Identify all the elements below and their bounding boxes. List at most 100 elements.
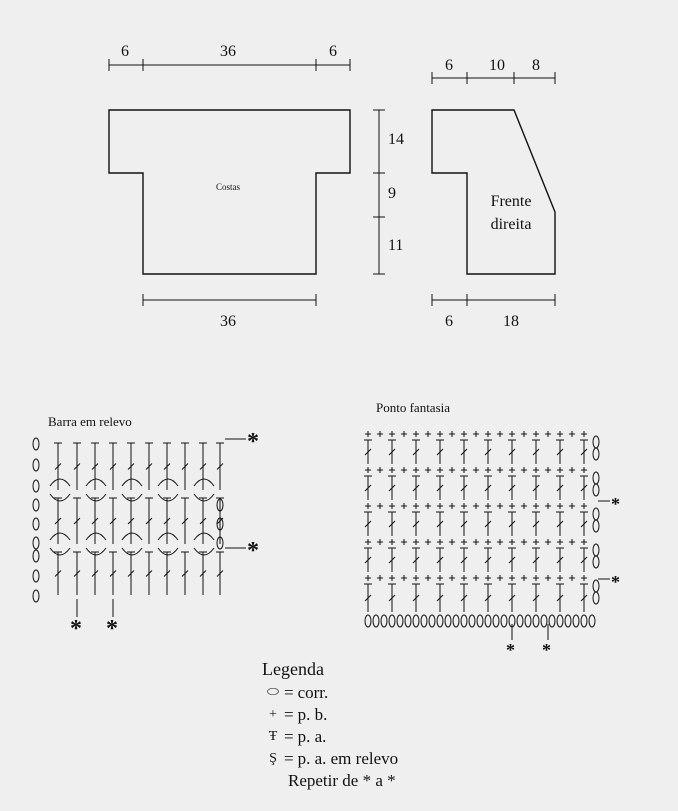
chain-mark <box>524 614 532 628</box>
front-top-width-2: 10 <box>489 57 505 74</box>
chain-mark <box>388 614 396 628</box>
chain-mark <box>216 498 224 512</box>
chain-mark <box>592 471 600 485</box>
double-crochet-mark <box>91 517 99 525</box>
chain-mark <box>580 614 588 628</box>
double-crochet-mark <box>412 448 420 456</box>
double-crochet-mark <box>109 517 117 525</box>
back-piece: Costas 6 36 6 14 9 11 36 <box>108 43 404 330</box>
legend-item: Ŧ =p. a. <box>262 726 398 748</box>
double-crochet-mark <box>364 556 372 564</box>
double-crochet-mark <box>508 448 516 456</box>
double-crochet-mark <box>412 484 420 492</box>
legend-item: Ş =p. a. em relevo <box>262 748 398 770</box>
legend-label: corr. <box>297 683 329 702</box>
double-crochet-mark <box>508 484 516 492</box>
relief-double-crochet-icon: Ş <box>269 751 277 766</box>
chain-mark <box>468 614 476 628</box>
chain-mark <box>548 614 556 628</box>
chain-mark <box>420 614 428 628</box>
chain-mark <box>380 614 388 628</box>
legend-label: p. b. <box>297 705 328 724</box>
double-crochet-mark <box>532 484 540 492</box>
chain-mark <box>32 479 40 493</box>
double-crochet-mark <box>364 484 372 492</box>
double-crochet-mark <box>199 517 207 525</box>
double-crochet-mark <box>580 448 588 456</box>
double-crochet-mark <box>460 594 468 602</box>
chain-mark <box>372 614 380 628</box>
double-crochet-mark <box>127 570 135 577</box>
relief-loop-mark <box>193 532 215 556</box>
double-crochet-mark <box>145 517 153 525</box>
repeat-marker: * <box>611 572 620 592</box>
fancy-repeat-markers: * * * * <box>506 494 620 660</box>
chain-mark <box>588 614 596 628</box>
chain-mark <box>500 614 508 628</box>
back-outline <box>108 109 351 275</box>
double-crochet-mark <box>109 463 117 470</box>
back-bottom-width: 36 <box>220 313 236 330</box>
double-crochet-mark <box>54 570 62 577</box>
double-crochet-mark <box>436 520 444 528</box>
double-crochet-mark <box>508 520 516 528</box>
repeat-marker: * <box>611 494 620 514</box>
double-crochet-mark <box>580 520 588 528</box>
double-crochet-mark <box>145 463 153 470</box>
chain-mark <box>556 614 564 628</box>
double-crochet-mark <box>460 520 468 528</box>
double-crochet-mark <box>54 463 62 470</box>
relief-loop-mark <box>85 478 107 502</box>
front-top-width-3: 8 <box>532 57 540 74</box>
relief-loop-mark <box>121 478 143 502</box>
chain-mark <box>32 437 40 451</box>
double-crochet-mark <box>508 594 516 602</box>
double-crochet-mark <box>73 570 81 577</box>
chain-mark <box>364 614 372 628</box>
fancy-stitch-chart <box>364 431 600 628</box>
chain-mark <box>32 517 40 531</box>
chain-mark <box>592 483 600 497</box>
chain-mark <box>404 614 412 628</box>
double-crochet-mark <box>73 463 81 470</box>
double-crochet-mark <box>556 484 564 492</box>
double-crochet-mark <box>556 448 564 456</box>
chain-mark <box>516 614 524 628</box>
double-crochet-mark <box>199 570 207 577</box>
relief-loop-mark <box>49 532 71 556</box>
double-crochet-mark <box>388 520 396 528</box>
double-crochet-mark <box>580 594 588 602</box>
legend-repeat-note: Repetir de * a * <box>288 771 396 790</box>
double-crochet-mark <box>109 570 117 577</box>
legend-label: p. a. em relevo <box>297 749 399 768</box>
relief-loop-mark <box>193 478 215 502</box>
double-crochet-mark <box>436 556 444 564</box>
fancy-chart-title: Ponto fantasia <box>376 400 450 415</box>
double-crochet-mark <box>388 556 396 564</box>
double-crochet-mark <box>145 570 153 577</box>
chain-mark <box>216 536 224 550</box>
double-crochet-mark <box>412 520 420 528</box>
chain-mark <box>428 614 436 628</box>
double-crochet-mark <box>364 594 372 602</box>
double-crochet-mark <box>73 517 81 525</box>
relief-loop-mark <box>157 478 179 502</box>
double-crochet-mark <box>556 594 564 602</box>
front-outline <box>431 109 556 275</box>
double-crochet-mark <box>163 463 171 470</box>
chain-mark <box>592 507 600 521</box>
chain-mark <box>32 498 40 512</box>
repeat-marker: * <box>247 538 259 564</box>
repeat-marker: * <box>506 640 515 660</box>
chain-mark <box>532 614 540 628</box>
double-crochet-mark <box>580 484 588 492</box>
double-crochet-mark <box>127 463 135 470</box>
chain-mark <box>592 591 600 605</box>
chain-mark <box>396 614 404 628</box>
chain-mark <box>592 579 600 593</box>
double-crochet-mark <box>532 520 540 528</box>
repeat-marker: * <box>542 640 551 660</box>
chain-mark <box>436 614 444 628</box>
legend-title: Legenda <box>262 659 324 679</box>
chain-mark <box>460 614 468 628</box>
